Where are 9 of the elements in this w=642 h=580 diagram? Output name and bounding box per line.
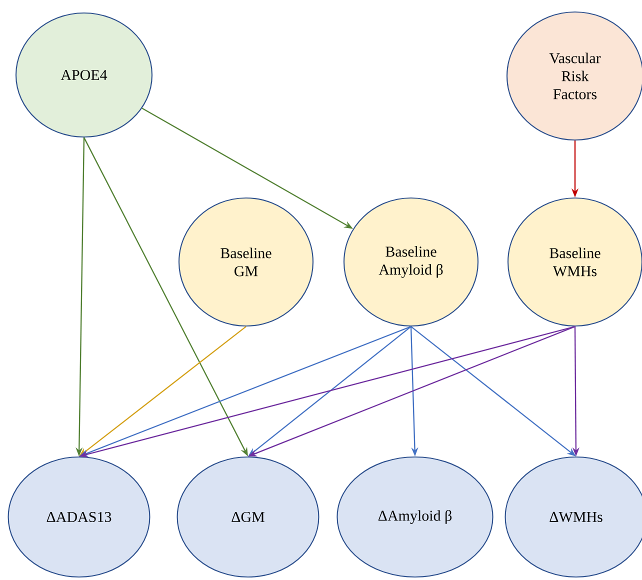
ellipse-node: ΔADAS13: [8, 456, 150, 578]
ellipse-node: ΔWMHs: [504, 456, 642, 578]
ellipse-node: Baseline GM: [178, 197, 314, 327]
ellipse-node: ΔAmyloid β: [336, 456, 494, 578]
ellipse-node: Baseline WMHs: [507, 197, 642, 327]
ellipse-node: Vascular Risk Factors: [506, 11, 642, 141]
ellipse-node: Baseline Amyloid β: [343, 197, 479, 327]
ellipse-node: ΔGM: [176, 456, 320, 578]
ellipse-node: APOE4: [15, 12, 153, 138]
